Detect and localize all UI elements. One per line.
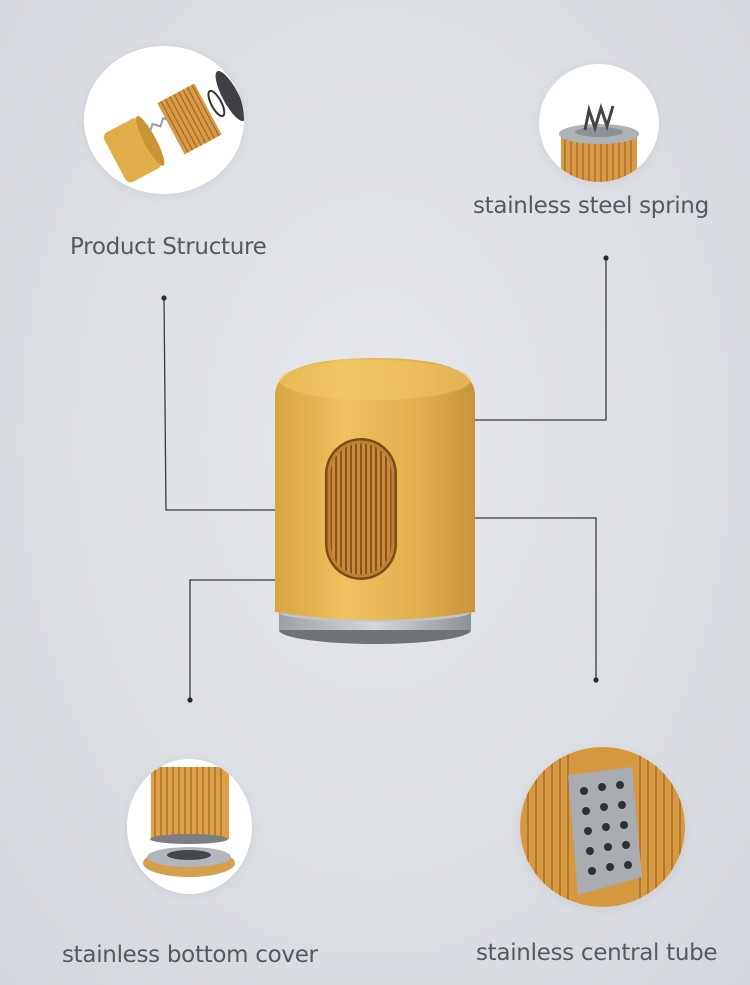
steel-spring-image — [539, 64, 659, 182]
product-structure-label: Product Structure — [70, 234, 267, 260]
oil-filter-product-image — [275, 358, 475, 644]
connector-dot — [161, 295, 167, 301]
central-tube-label: stainless central tube — [476, 940, 718, 966]
connector-product-structure — [163, 297, 278, 511]
steel-spring-label: stainless steel spring — [473, 193, 709, 219]
connector-dot — [603, 255, 609, 261]
connector-bottom-cover — [189, 579, 290, 700]
central-tube-image — [520, 747, 685, 907]
connector-dot — [593, 677, 599, 683]
connector-steel-spring — [470, 258, 607, 421]
connector-dot — [187, 697, 193, 703]
bottom-cover-image — [127, 759, 252, 894]
product-structure-image — [84, 46, 244, 194]
bottom-cover-label: stainless bottom cover — [62, 942, 318, 968]
